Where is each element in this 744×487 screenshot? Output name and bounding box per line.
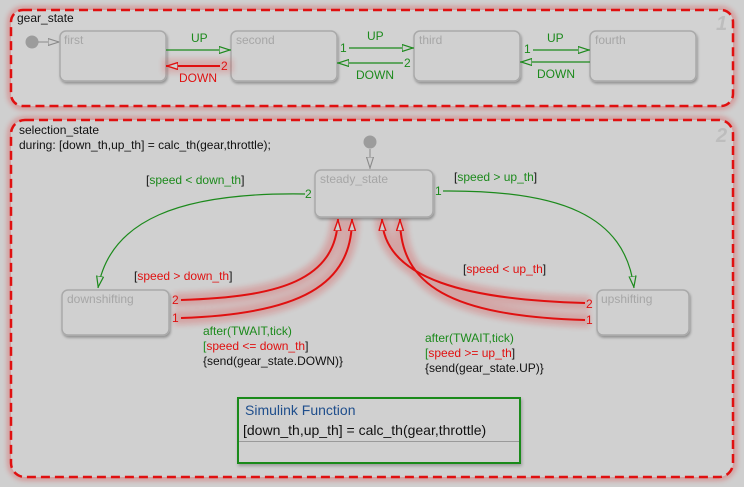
state-label: third	[419, 33, 442, 47]
transition-label: UP	[367, 29, 384, 43]
transition-downshifting-to-steady-2[interactable]: 2 [speed > down_th]	[134, 219, 338, 307]
transition-label: UP	[547, 31, 564, 45]
simulink-function-signature: [down_th,up_th] = calc_th(gear,throttle)	[243, 422, 487, 438]
gear-state-chart[interactable]: gear_state 1 first second third fourth U…	[8, 7, 736, 109]
transition-action: {send(gear_state.DOWN)}	[203, 354, 343, 368]
state-label: first	[64, 33, 84, 47]
transition-order: 1	[340, 41, 347, 55]
selection-state-chart[interactable]: selection_state during: [down_th,up_th] …	[8, 117, 736, 480]
transition-label: [speed < down_th]	[146, 173, 244, 187]
simulink-function-title: Simulink Function	[245, 402, 356, 418]
state-steady-state[interactable]: steady_state	[314, 169, 434, 218]
transition-condition: [speed >= up_th]	[425, 346, 515, 360]
state-first[interactable]: first	[59, 30, 167, 82]
gear-state-border	[9, 8, 735, 108]
transition-downshifting-to-steady-1[interactable]: 1 after(TWAIT,tick) [speed <= down_th] {…	[172, 219, 352, 368]
transition-label: [speed > up_th]	[454, 170, 537, 184]
transition-steady-to-downshifting[interactable]: 2 [speed < down_th]	[98, 173, 312, 288]
transition-upshifting-to-steady-1[interactable]: 1 after(TWAIT,tick) [speed >= up_th] {se…	[400, 219, 593, 375]
transition-label: [speed < up_th]	[463, 262, 546, 276]
transition-order: 2	[305, 187, 312, 201]
transition-third-second-down[interactable]: 2 DOWN	[337, 56, 411, 82]
transition-action: {send(gear_state.UP)}	[425, 361, 544, 375]
transition-third-fourth-up[interactable]: 1 UP	[524, 31, 590, 56]
transition-order: 2	[172, 293, 179, 307]
simulink-function-divider	[239, 441, 519, 442]
transition-upshifting-to-steady-2[interactable]: 2 [speed < up_th]	[382, 219, 593, 311]
transition-event: after(TWAIT,tick)	[203, 324, 292, 338]
selection-state-border	[9, 118, 735, 479]
state-label: steady_state	[320, 172, 388, 186]
transition-order: 1	[172, 311, 179, 325]
state-upshifting[interactable]: upshifting	[596, 289, 690, 336]
simulink-function-block[interactable]: Simulink Function [down_th,up_th] = calc…	[237, 397, 521, 464]
transition-steady-to-upshifting[interactable]: 1 [speed > up_th]	[435, 170, 634, 288]
default-transition-dot	[363, 135, 377, 149]
state-label: downshifting	[67, 292, 134, 306]
transition-event: after(TWAIT,tick)	[425, 331, 514, 345]
transition-label: DOWN	[356, 68, 394, 82]
default-transition-dot	[25, 35, 39, 49]
state-label: upshifting	[601, 292, 652, 306]
transition-second-third-up[interactable]: 1 UP	[340, 29, 414, 55]
transition-fourth-third-down[interactable]: DOWN	[520, 62, 590, 81]
transition-order: 2	[586, 297, 593, 311]
transition-second-first-down[interactable]: 2 DOWN	[163, 59, 233, 85]
transition-order: 2	[221, 59, 228, 73]
transition-order: 1	[586, 313, 593, 327]
state-label: second	[236, 33, 275, 47]
transition-label: DOWN	[179, 71, 217, 85]
selection-state-title: selection_state	[19, 123, 99, 137]
transition-label: UP	[191, 31, 208, 45]
transition-label: [speed > down_th]	[134, 269, 232, 283]
state-fourth[interactable]: fourth	[589, 30, 697, 82]
state-downshifting[interactable]: downshifting	[61, 289, 170, 336]
state-third[interactable]: third	[413, 30, 521, 82]
transition-condition: [speed <= down_th]	[203, 339, 308, 353]
gear-state-order: 1	[716, 13, 727, 35]
selection-state-order: 2	[715, 125, 727, 147]
gear-state-title: gear_state	[17, 11, 74, 25]
transition-order: 1	[524, 42, 531, 56]
state-label: fourth	[595, 33, 626, 47]
transition-first-second-up[interactable]: UP	[166, 31, 231, 50]
transition-order: 2	[404, 56, 411, 70]
transition-order: 1	[435, 184, 442, 198]
during-action: during: [down_th,up_th] = calc_th(gear,t…	[19, 138, 271, 152]
transition-label: DOWN	[537, 67, 575, 81]
state-second[interactable]: second	[230, 30, 338, 82]
